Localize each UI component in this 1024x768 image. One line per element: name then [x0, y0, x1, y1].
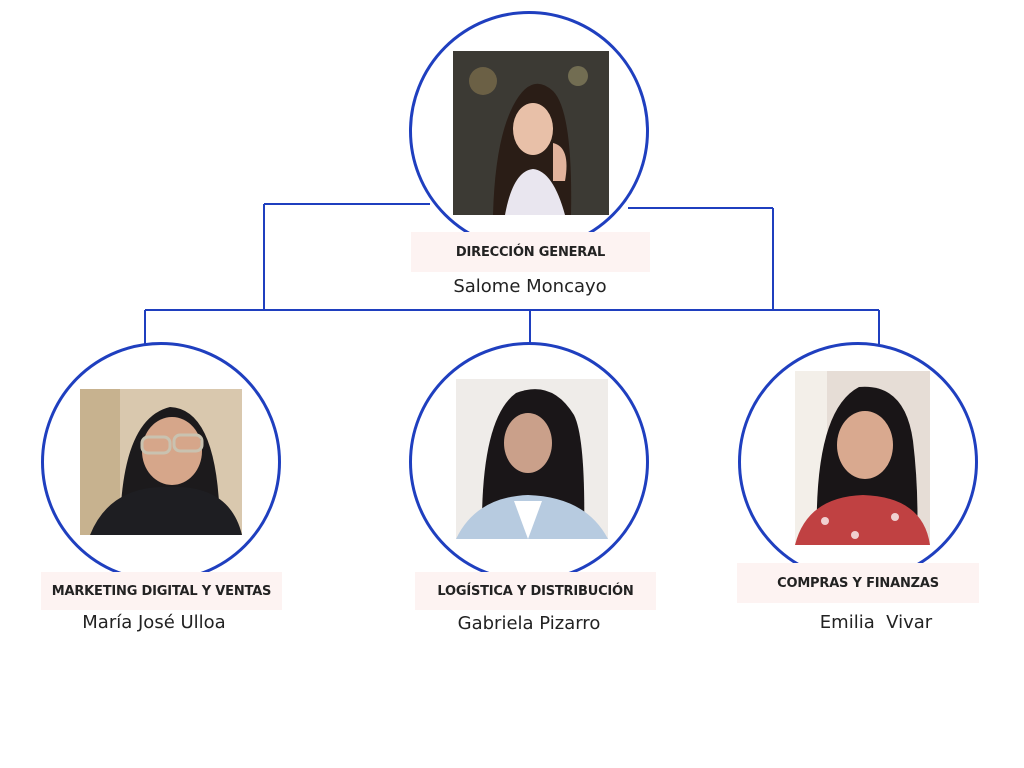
department-role-label: COMPRAS Y FINANZAS: [737, 563, 979, 603]
department-role-label: MARKETING DIGITAL Y VENTAS: [41, 572, 282, 610]
person-photo-icon: [456, 379, 608, 539]
director-role-label: DIRECCIÓN GENERAL: [411, 232, 650, 272]
department-person-name: María José Ulloa: [82, 612, 226, 633]
department-person-name: Gabriela Pizarro: [457, 613, 601, 634]
department-role-label: LOGÍSTICA Y DISTRIBUCIÓN: [415, 572, 656, 610]
person-photo-icon: [795, 371, 930, 545]
person-photo-icon: [453, 51, 609, 215]
director-name: Salome Moncayo: [453, 276, 607, 297]
person-photo-icon: [80, 389, 242, 535]
department-person-name: Emilia Vivar: [819, 612, 933, 633]
